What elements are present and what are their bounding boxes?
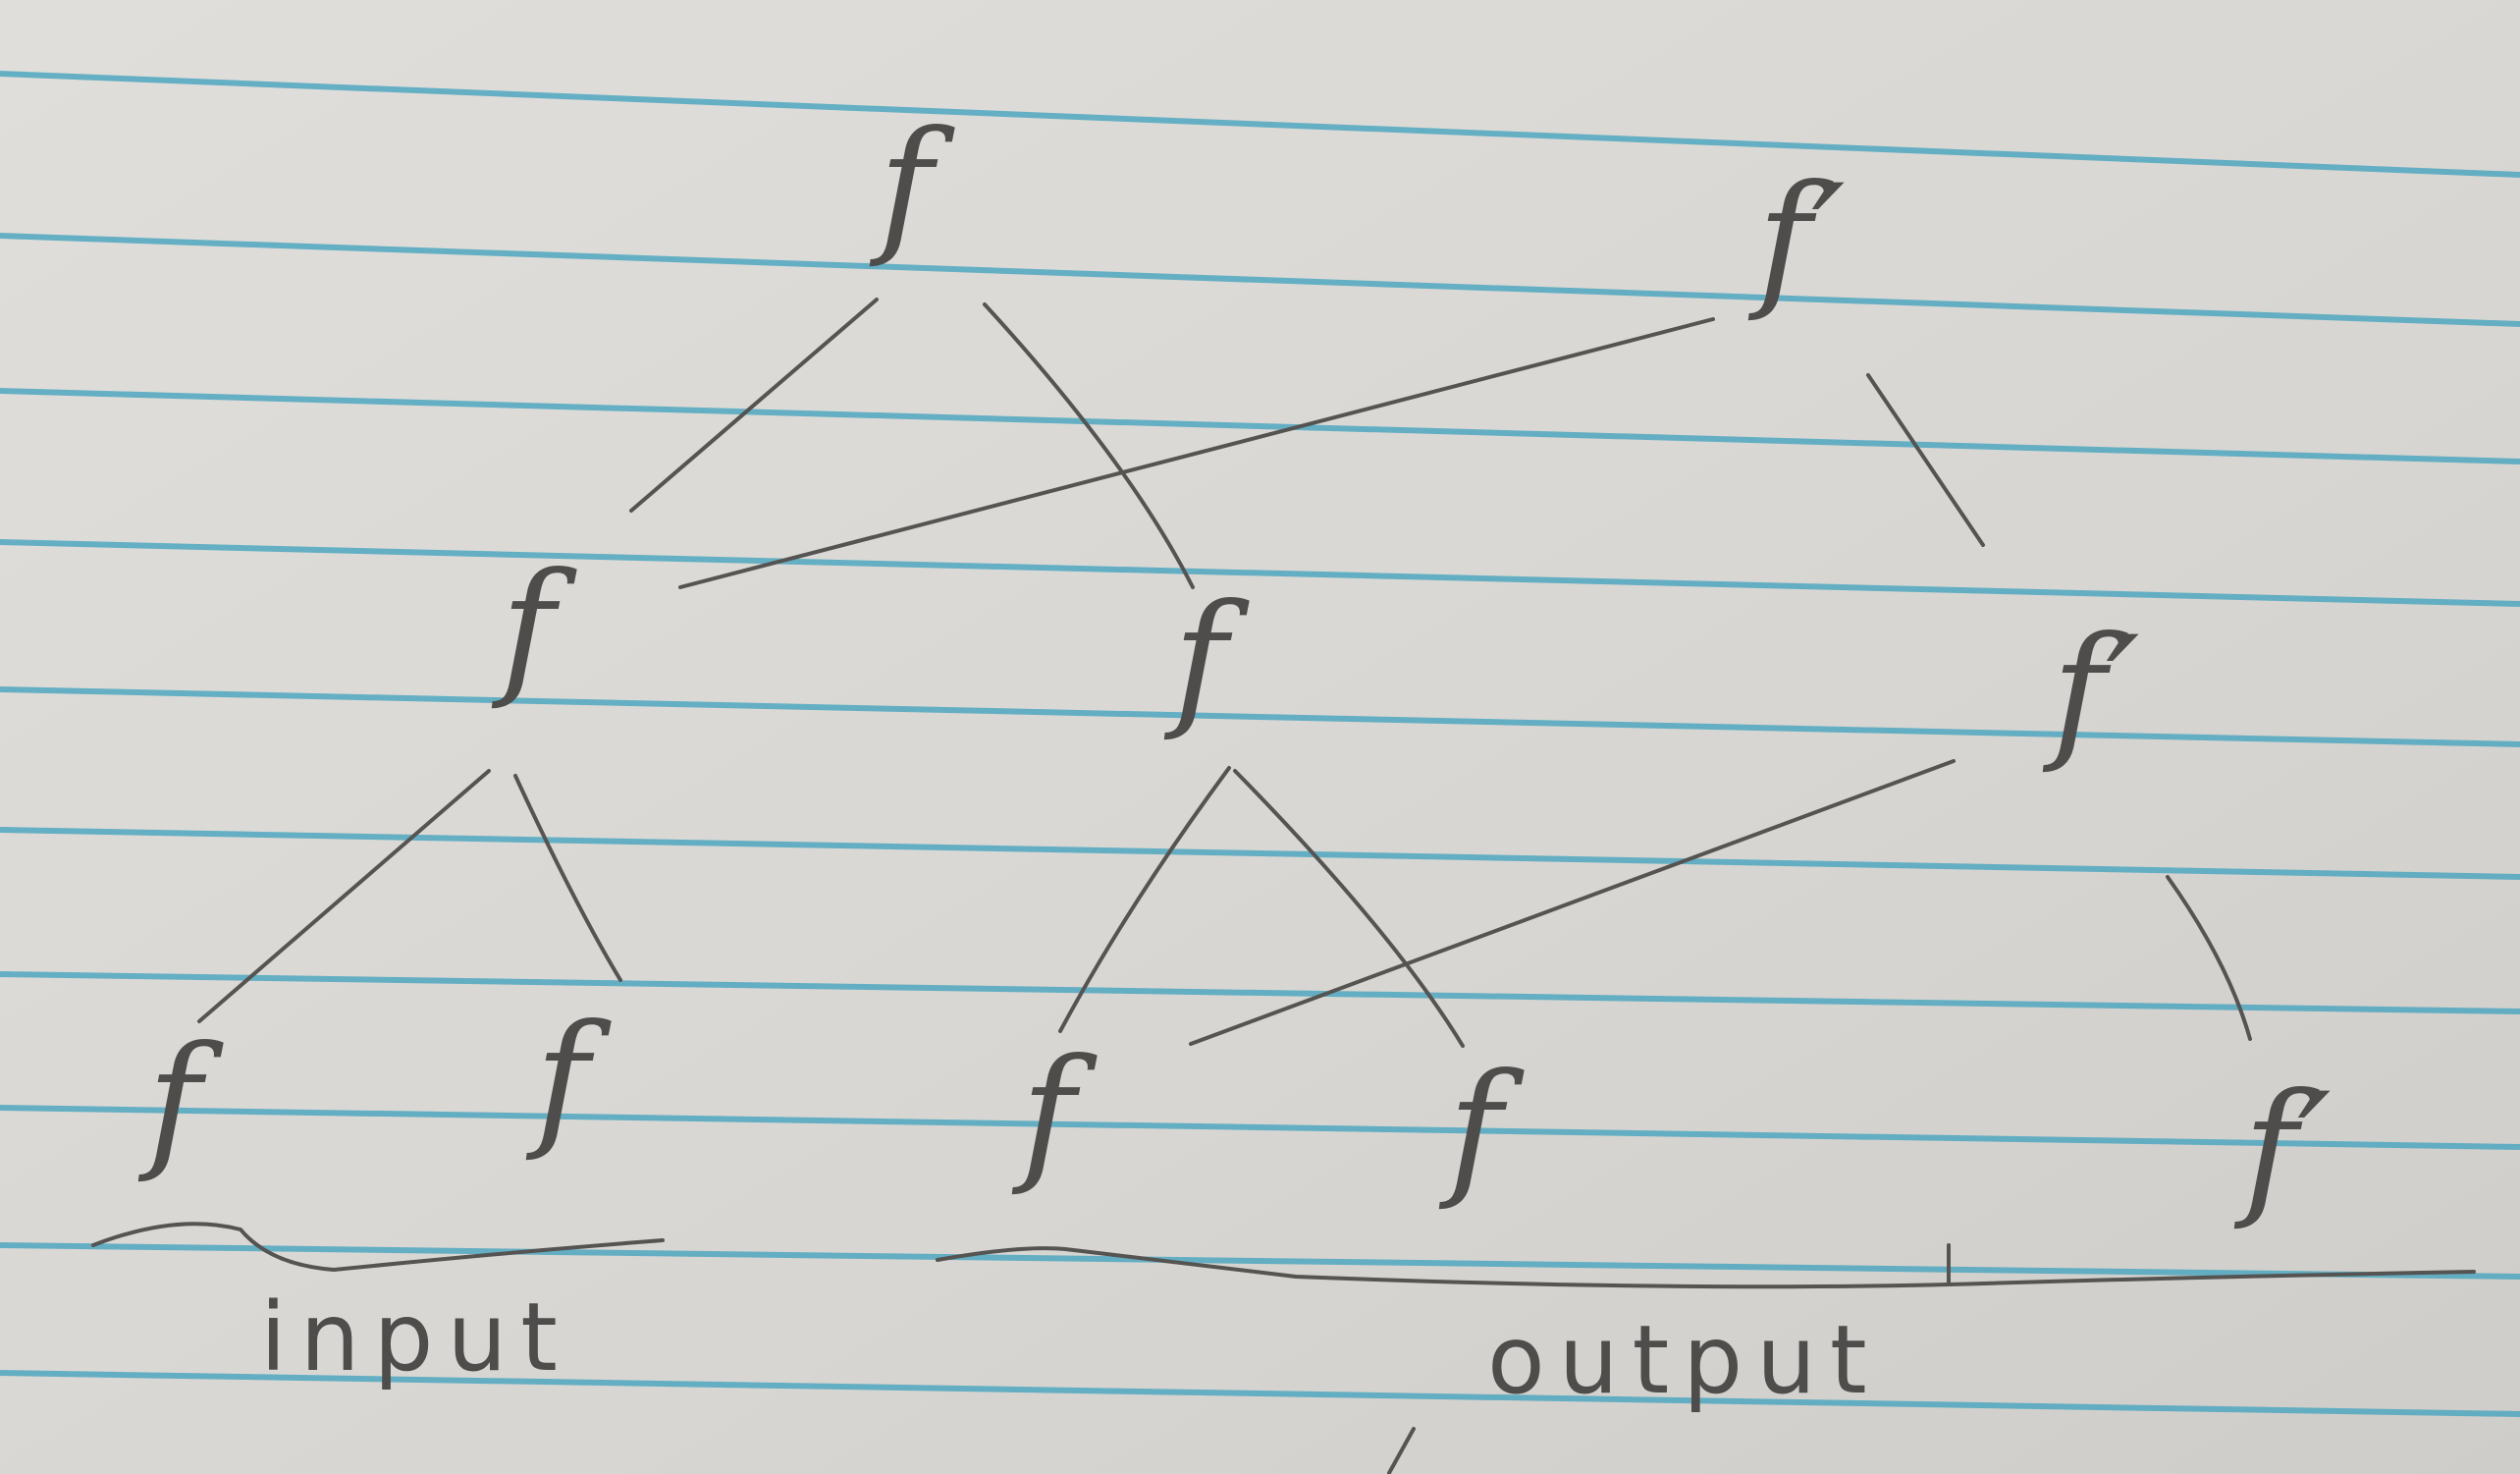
braces: [91, 1222, 2476, 1289]
edge-mid-left-to-leaf-1: [197, 769, 491, 1023]
edge-mid-rightprime-to-leaf-3: [1189, 759, 1956, 1046]
node-leaf-5-f-prime: f′: [2233, 1063, 2332, 1233]
edge-mid-center-to-leaf-3: [1058, 766, 1231, 1033]
stray-pencil-mark: [1387, 1427, 1416, 1474]
node-root-f-prime: f′: [1747, 154, 1846, 325]
edge-root-to-mid-left: [629, 298, 879, 513]
ruled-lines: [0, 71, 2520, 1417]
edge-root-to-mid-center: [983, 302, 1195, 589]
edge-mid-center-to-leaf-4: [1233, 769, 1465, 1048]
edge-rootprime-to-mid-left: [678, 317, 1715, 589]
output-label: output: [1487, 1305, 1881, 1415]
input-brace: [91, 1222, 665, 1272]
edge-rootprime-to-mid-rightprime: [1866, 373, 1985, 547]
edge-mid-left-to-leaf-2: [513, 774, 622, 982]
node-mid-right-f-prime: f′: [2042, 606, 2140, 777]
input-label: input: [260, 1283, 571, 1392]
output-brace: [936, 1246, 2476, 1289]
edge-mid-rightprime-to-leaf-5prime: [2166, 875, 2252, 1041]
tree-edges: [197, 298, 2252, 1048]
